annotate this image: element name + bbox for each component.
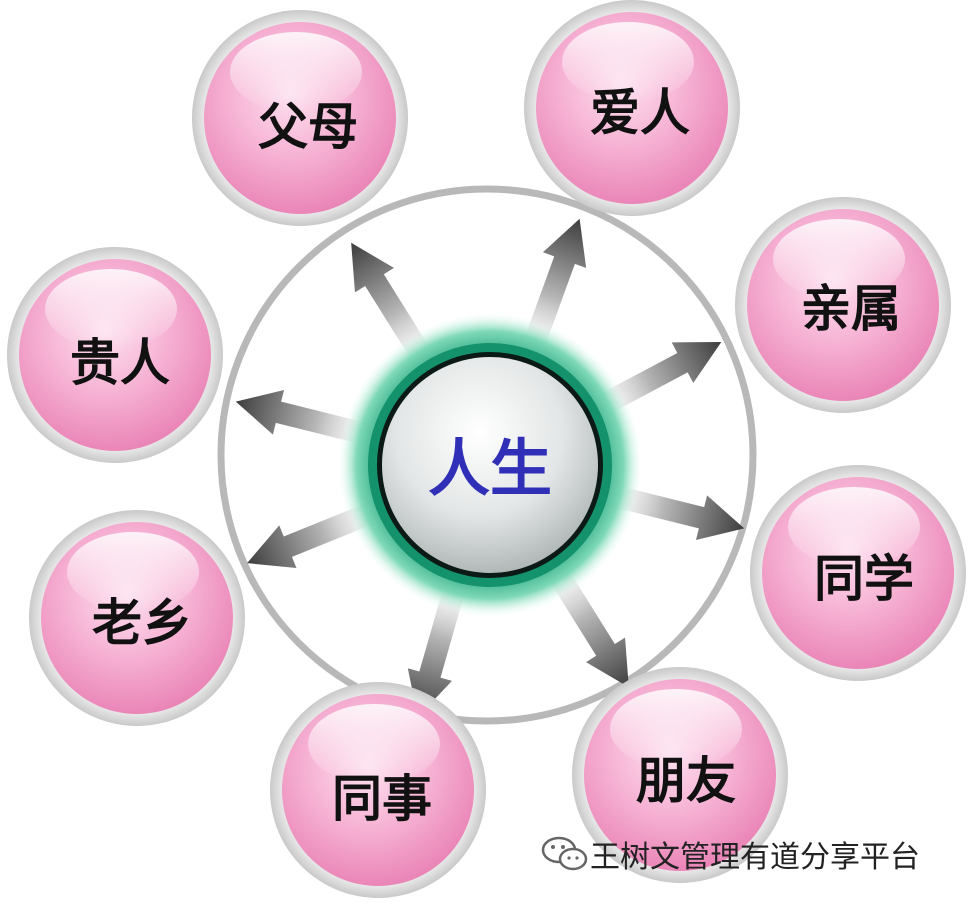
node-parents: 父母 xyxy=(192,10,408,226)
node-classmates: 同学 xyxy=(750,465,966,681)
node-label-lover: 爱人 xyxy=(590,84,690,142)
node-relatives: 亲属 xyxy=(735,197,951,413)
node-colleagues: 同事 xyxy=(270,682,486,898)
node-label-colleagues: 同事 xyxy=(332,770,432,828)
node-label-benefactor: 贵人 xyxy=(70,334,170,392)
node-friends: 朋友 xyxy=(572,667,788,883)
node-label-townsmen: 老乡 xyxy=(92,594,192,652)
wechat-icon xyxy=(541,836,588,871)
node-label-classmates: 同学 xyxy=(814,550,914,608)
center-label: 人生 xyxy=(428,432,552,505)
center-node: 人生 xyxy=(338,313,642,617)
node-label-relatives: 亲属 xyxy=(801,280,901,338)
outer-ring xyxy=(217,185,757,725)
watermark: 王树文管理有道分享平台 xyxy=(540,832,970,876)
watermark-text: 王树文管理有道分享平台 xyxy=(590,840,920,875)
node-label-parents: 父母 xyxy=(258,98,358,156)
node-lover: 爱人 xyxy=(524,0,740,216)
node-townsmen: 老乡 xyxy=(29,510,245,726)
node-benefactor: 贵人 xyxy=(7,247,223,463)
node-label-friends: 朋友 xyxy=(636,752,736,810)
nodes-group: 父母 爱人 亲属 同学 朋友 xyxy=(7,0,966,898)
